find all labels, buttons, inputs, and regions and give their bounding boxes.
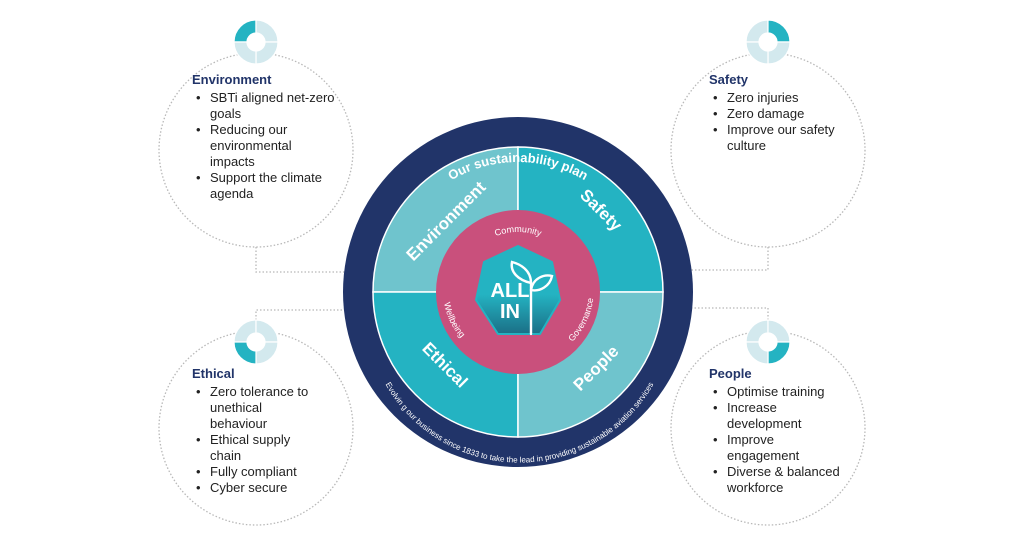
panel-list: Optimise training Increase development I…	[709, 384, 909, 496]
people-quadrant-icon	[745, 319, 791, 365]
panel-list: Zero injuries Zero damage Improve our sa…	[709, 90, 909, 154]
list-item: Increase development	[713, 400, 837, 432]
list-item: SBTi aligned net-zero goals	[196, 90, 340, 122]
icon-segment-bottom-left	[233, 341, 257, 365]
list-item: Improve engagement	[713, 432, 837, 464]
all-in-logo: ALL IN	[475, 245, 561, 336]
panel-safety: Safety Zero injuries Zero damage Improve…	[709, 72, 909, 154]
panel-people: People Optimise training Increase develo…	[709, 366, 909, 496]
icon-segment-top-left	[233, 19, 257, 43]
icon-segment-bottom-left	[745, 341, 769, 365]
icon-segment-top-left	[745, 19, 769, 43]
list-item: Improve our safety culture	[713, 122, 867, 154]
icon-segment-bottom-right	[767, 41, 791, 65]
panel-list: SBTi aligned net-zero goals Reducing our…	[192, 90, 392, 202]
icon-segment-top-right	[255, 319, 279, 343]
list-item: Zero injuries	[713, 90, 909, 106]
icon-segment-top-right	[767, 319, 791, 343]
connector-safety	[616, 247, 769, 271]
list-item: Zero tolerance to unethical behaviour	[196, 384, 310, 432]
ethical-quadrant-icon	[233, 319, 279, 365]
list-item: Cyber secure	[196, 480, 392, 496]
list-item: Zero damage	[713, 106, 909, 122]
icon-segment-bottom-right	[767, 341, 791, 365]
panel-ethical: Ethical Zero tolerance to unethical beha…	[192, 366, 392, 496]
list-item: Optimise training	[713, 384, 909, 400]
logo-text-all: ALL	[491, 280, 530, 302]
logo-text-in: IN	[500, 301, 520, 323]
panel-title: Ethical	[192, 366, 235, 381]
icon-segment-bottom-right	[255, 41, 279, 65]
list-item: Fully compliant	[196, 464, 392, 480]
safety-quadrant-icon	[745, 19, 791, 65]
list-item: Ethical supply chain	[196, 432, 320, 464]
panel-environment: Environment SBTi aligned net-zero goals …	[192, 72, 392, 202]
panel-title: People	[709, 366, 752, 381]
icon-segment-bottom-left	[745, 41, 769, 65]
list-item: Support the climate agenda	[196, 170, 330, 202]
panel-title: Environment	[192, 72, 272, 87]
icon-segment-top-left	[745, 319, 769, 343]
sprout-icon	[510, 260, 554, 336]
panel-list: Zero tolerance to unethical behaviour Et…	[192, 384, 392, 496]
environment-quadrant-icon	[233, 19, 279, 65]
icon-segment-bottom-right	[255, 341, 279, 365]
panel-title: Safety	[709, 72, 749, 87]
icon-segment-top-left	[233, 319, 257, 343]
list-item: Diverse & balanced workforce	[713, 464, 857, 496]
list-item: Reducing our environmental impacts	[196, 122, 320, 170]
icon-segment-top-right	[255, 19, 279, 43]
icon-segment-top-right	[767, 19, 791, 43]
icon-segment-bottom-left	[233, 41, 257, 65]
